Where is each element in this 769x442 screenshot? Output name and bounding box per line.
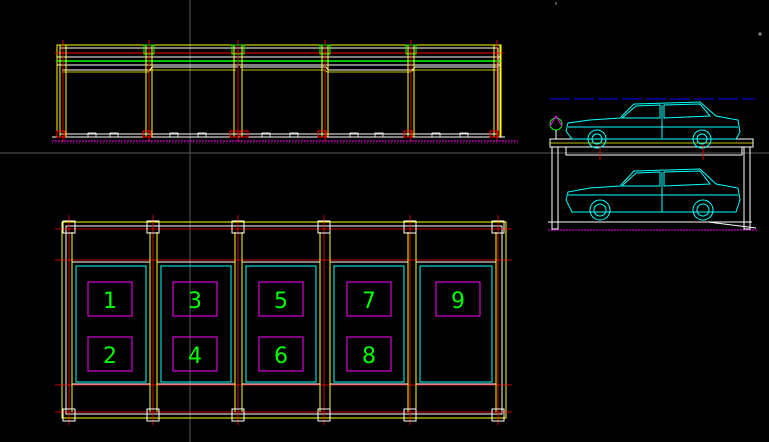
slot-box: [346, 336, 392, 372]
slot-box: [258, 336, 304, 372]
front-elevation: [52, 40, 518, 144]
slot-column: 7 8: [346, 281, 392, 372]
side-elevation: [548, 98, 758, 231]
slot-number-boxes: 1 2 3 4 5 6 7 8 9: [87, 281, 481, 372]
slot-column: 9: [435, 281, 481, 317]
slot-number: 9: [451, 289, 465, 314]
slot-box: [346, 281, 392, 317]
lower-car: [565, 168, 741, 221]
slot-number: 5: [274, 289, 288, 314]
plan-view: [55, 215, 512, 425]
slot-number: 6: [274, 344, 288, 369]
slot-number: 8: [362, 344, 376, 369]
slot-box: [172, 336, 218, 372]
slot-box: [87, 336, 133, 372]
slot-number: 2: [103, 344, 117, 369]
slot-box: [87, 281, 133, 317]
slot-column: 1 2: [87, 281, 133, 372]
slot-box: [435, 281, 481, 317]
slot-number: 3: [188, 289, 202, 314]
slot-number: 7: [362, 289, 376, 314]
slot-column: 3 4: [172, 281, 218, 372]
stray-marks: [555, 2, 762, 36]
slot-box: [258, 281, 304, 317]
slot-number: 4: [188, 344, 202, 369]
slot-box: [172, 281, 218, 317]
upper-car: [565, 101, 741, 149]
slot-column: 5 6: [258, 281, 304, 372]
slot-number: 1: [103, 289, 117, 314]
